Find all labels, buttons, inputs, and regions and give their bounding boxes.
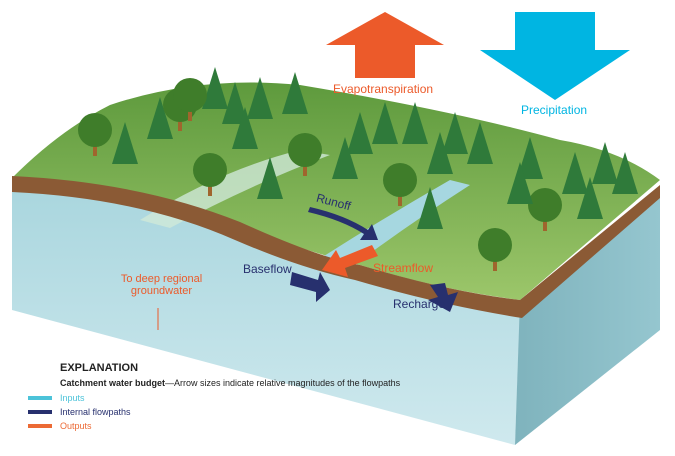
tree: [478, 228, 512, 262]
runoff-arrow: [308, 207, 378, 240]
tree-trunk: [493, 255, 497, 271]
internal-arrow-icon: [28, 410, 52, 414]
tree: [78, 113, 112, 147]
baseflow-arrow: [290, 272, 330, 302]
tree-trunk: [303, 160, 307, 176]
tree: [577, 177, 603, 219]
evapotranspiration-label: Evapotranspiration: [333, 82, 434, 96]
tree: [112, 122, 138, 164]
outputs-arrow-icon: [28, 424, 52, 428]
legend-label: Internal flowpaths: [60, 407, 131, 417]
tree: [247, 77, 273, 119]
legend-title: EXPLANATION: [60, 362, 139, 374]
tree: [562, 152, 588, 194]
tree: [507, 162, 533, 204]
tree: [467, 122, 493, 164]
tree: [417, 187, 443, 229]
tree: [517, 137, 543, 179]
inputs-arrow-icon: [28, 396, 52, 400]
tree-trunk: [93, 140, 97, 156]
tree-trunk: [398, 190, 402, 206]
streamflow-arrow: [322, 245, 378, 277]
legend-item-outputs: Outputs: [28, 421, 400, 431]
tree: [347, 112, 373, 154]
tree: [332, 137, 358, 179]
tree-trunk: [208, 180, 212, 196]
tree: [592, 142, 618, 184]
legend-subtitle: —Arrow sizes indicate relative magnitude…: [165, 378, 401, 388]
tree: [528, 188, 562, 222]
tree: [193, 153, 227, 187]
precipitation-label: Precipitation: [521, 103, 588, 117]
baseflow-label: Baseflow: [243, 262, 292, 276]
legend-description: Catchment water budget—Arrow sizes indic…: [60, 378, 400, 389]
tree: [612, 152, 638, 194]
tree-trunk: [178, 115, 182, 131]
tree: [442, 112, 468, 154]
tree: [173, 78, 207, 112]
groundwater-side-face: [515, 190, 660, 445]
tree: [147, 97, 173, 139]
tree: [383, 163, 417, 197]
tree: [427, 132, 453, 174]
tree: [402, 102, 428, 144]
evapotranspiration-arrow: [326, 12, 444, 78]
tree: [202, 67, 228, 109]
legend-label: Inputs: [60, 393, 85, 403]
deep-groundwater-label: To deep regional groundwater: [120, 273, 203, 297]
streamflow-label: Streamflow: [373, 261, 434, 275]
legend: EXPLANATION Catchment water budget—Arrow…: [28, 362, 400, 431]
tree-trunk: [188, 105, 192, 121]
legend-subtitle-bold: Catchment water budget: [60, 378, 166, 388]
legend-item-inputs: Inputs: [28, 393, 400, 403]
tree: [288, 133, 322, 167]
tree-trunk: [543, 215, 547, 231]
legend-item-internal: Internal flowpaths: [28, 407, 400, 417]
tree: [232, 107, 258, 149]
tree: [282, 72, 308, 114]
soil-layer: [12, 176, 660, 318]
recharge-arrow: [428, 283, 458, 312]
tree: [257, 157, 283, 199]
trees: [78, 67, 638, 271]
groundwater-front-face: [12, 185, 520, 445]
tree: [222, 82, 248, 124]
recharge-label: Recharge: [393, 297, 446, 311]
precipitation-arrow: [480, 12, 630, 100]
legend-label: Outputs: [60, 421, 92, 431]
tree: [372, 102, 398, 144]
